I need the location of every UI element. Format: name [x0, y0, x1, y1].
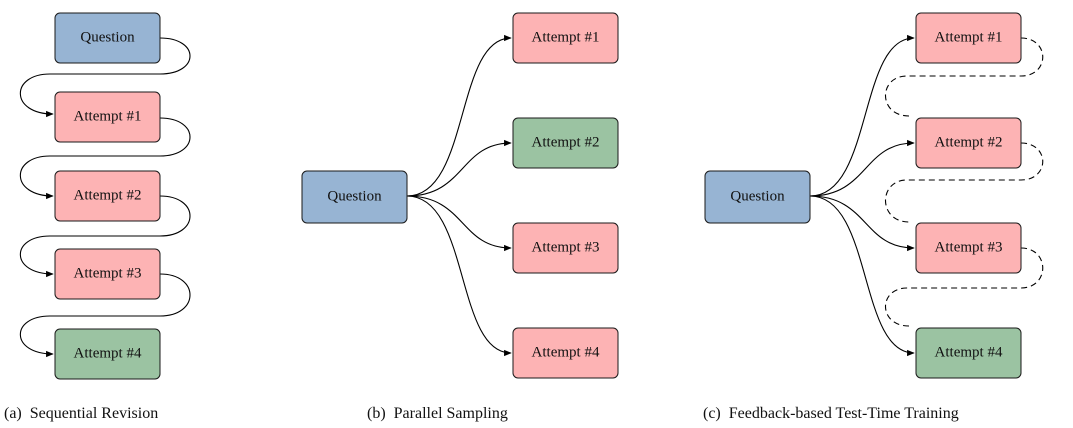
- node-box: [915, 117, 1022, 169]
- node-label: Question: [327, 188, 382, 204]
- sequential-node-attempt-1: Attempt #1: [54, 91, 161, 143]
- feedback-edge-attempt-1-to-attempt-2: [884, 37, 1044, 117]
- node-box: [512, 12, 619, 64]
- parallel-node-question: Question: [301, 170, 408, 224]
- edge-question-to-attempt-4: [809, 195, 915, 357]
- edge-question-to-attempt-1: [406, 34, 512, 197]
- node-box: [512, 222, 619, 274]
- sequential-node-question: Question: [54, 12, 161, 64]
- node-label: Attempt #2: [935, 134, 1003, 150]
- panel-feedback-test-time-training: Question Attempt #1 Attempt #2 Attempt #…: [703, 12, 1044, 422]
- node-box: [512, 327, 619, 379]
- node-box: [54, 12, 161, 64]
- node-box: [915, 12, 1022, 64]
- node-label: Attempt #1: [532, 29, 600, 45]
- feedback-node-attempt-4: Attempt #4: [915, 327, 1022, 379]
- edge-question-to-attempt-1: [19, 37, 191, 118]
- sequential-edges: [19, 37, 191, 358]
- parallel-node-attempt-1: Attempt #1: [512, 12, 619, 64]
- node-label: Attempt #3: [74, 265, 142, 281]
- node-label: Question: [80, 29, 135, 45]
- node-box: [54, 170, 161, 222]
- feedback-node-attempt-2: Attempt #2: [915, 117, 1022, 169]
- edge-attempt-2-to-attempt-3: [19, 195, 191, 278]
- node-label: Attempt #3: [532, 239, 600, 255]
- sequential-node-attempt-3: Attempt #3: [54, 248, 161, 300]
- parallel-node-attempt-2: Attempt #2: [512, 117, 619, 169]
- panel-parallel-sampling: Question Attempt #1 Attempt #2 Attempt #…: [301, 12, 619, 422]
- sequential-node-attempt-2: Attempt #2: [54, 170, 161, 222]
- node-box: [704, 170, 811, 224]
- feedback-edge-attempt-3-to-attempt-4: [884, 247, 1044, 327]
- panel-sequential-revision: Question Attempt #1 Attempt #2 Attempt #…: [4, 12, 191, 422]
- edge-question-to-attempt-4: [406, 195, 512, 357]
- feedback-node-attempt-3: Attempt #3: [915, 222, 1022, 274]
- node-label: Attempt #1: [74, 108, 142, 124]
- node-label: Attempt #2: [74, 187, 142, 203]
- node-box: [54, 328, 161, 380]
- sequential-node-attempt-4: Attempt #4: [54, 328, 161, 380]
- node-box: [512, 117, 619, 169]
- edge-question-to-attempt-2: [406, 139, 512, 197]
- edge-question-to-attempt-3: [406, 195, 512, 252]
- edge-question-to-attempt-2: [809, 139, 915, 197]
- node-box: [915, 222, 1022, 274]
- feedback-solid-edges: [809, 34, 915, 357]
- caption-feedback-test-time-training: (c) Feedback-based Test-Time Training: [703, 405, 959, 422]
- node-label: Attempt #3: [935, 239, 1003, 255]
- node-label: Question: [730, 188, 785, 204]
- edge-question-to-attempt-1: [809, 34, 915, 197]
- node-box: [54, 91, 161, 143]
- node-box: [301, 170, 408, 224]
- edge-attempt-1-to-attempt-2: [19, 117, 191, 200]
- edge-attempt-3-to-attempt-4: [19, 273, 191, 358]
- caption-parallel-sampling: (b) Parallel Sampling: [367, 405, 508, 422]
- node-label: Attempt #4: [74, 345, 142, 361]
- node-box: [54, 248, 161, 300]
- node-label: Attempt #2: [532, 134, 600, 150]
- feedback-edge-attempt-2-to-attempt-3: [885, 142, 1044, 223]
- feedback-node-question: Question: [704, 170, 811, 224]
- node-label: Attempt #4: [532, 344, 600, 360]
- node-label: Attempt #1: [935, 29, 1003, 45]
- edge-question-to-attempt-3: [809, 195, 915, 252]
- caption-sequential-revision: (a) Sequential Revision: [4, 405, 158, 422]
- feedback-dashed-edges: [884, 37, 1044, 327]
- node-box: [915, 327, 1022, 379]
- parallel-node-attempt-4: Attempt #4: [512, 327, 619, 379]
- feedback-node-attempt-1: Attempt #1: [915, 12, 1022, 64]
- parallel-node-attempt-3: Attempt #3: [512, 222, 619, 274]
- parallel-edges: [406, 34, 512, 357]
- node-label: Attempt #4: [935, 344, 1003, 360]
